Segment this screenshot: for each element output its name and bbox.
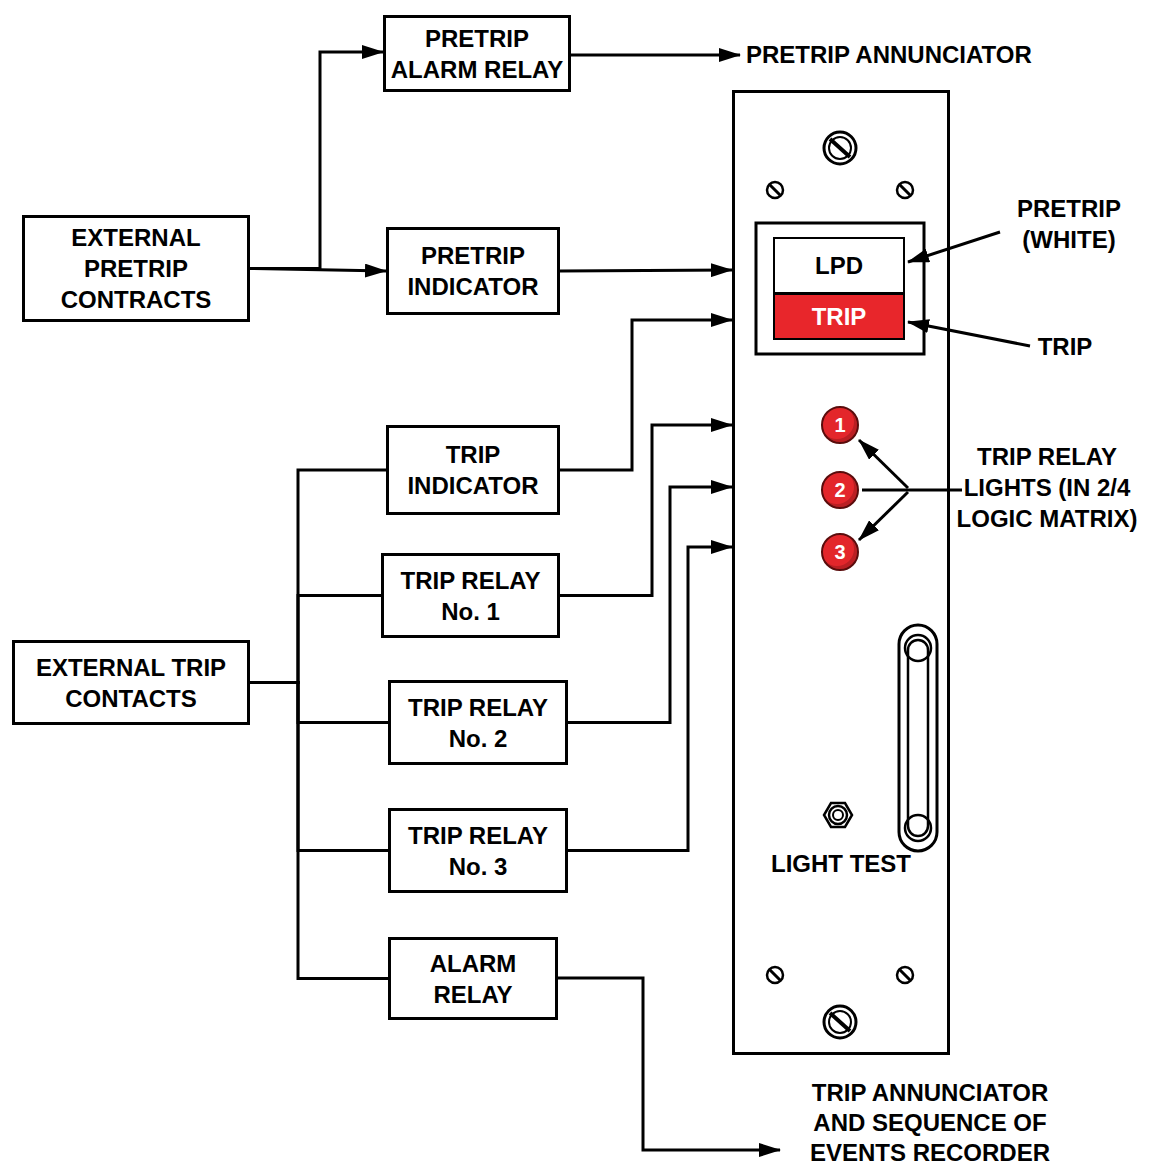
signal-connector bbox=[250, 52, 383, 269]
signal-connector bbox=[568, 547, 732, 851]
box-label: PRETRIP ALARM RELAY bbox=[390, 23, 564, 85]
leader-line bbox=[862, 489, 962, 492]
panel-face bbox=[734, 92, 949, 1054]
screw bbox=[767, 182, 783, 198]
process-box: TRIP RELAY No. 3 bbox=[388, 808, 568, 893]
box-label: TRIP RELAY No. 2 bbox=[395, 692, 561, 754]
signal-connector bbox=[560, 270, 732, 271]
box-label: TRIP INDICATOR bbox=[393, 439, 553, 501]
leader-arrow bbox=[859, 492, 908, 540]
box-label: TRIP RELAY No. 3 bbox=[395, 820, 561, 882]
screw bbox=[824, 132, 856, 164]
process-box: ALARM RELAY bbox=[388, 937, 558, 1020]
callout-label: PRETRIP (WHITE) bbox=[995, 193, 1143, 255]
process-box: PRETRIP INDICATOR bbox=[386, 227, 560, 315]
callout-number: 3 bbox=[834, 541, 845, 563]
signal-connector bbox=[250, 683, 388, 723]
trip-relay-light: 1 bbox=[821, 406, 859, 444]
handle-slot bbox=[899, 625, 937, 851]
process-box: TRIP RELAY No. 2 bbox=[388, 680, 568, 765]
window-frame bbox=[756, 223, 924, 354]
instrument-panel: LIGHT TEST LPD TRIP 1 2 3 bbox=[732, 90, 950, 1055]
process-box: EXTERNAL PRETRIP CONTRACTS bbox=[22, 215, 250, 322]
leader-arrow bbox=[908, 232, 1000, 262]
box-label: TRIP bbox=[812, 301, 867, 332]
signal-connector bbox=[250, 596, 381, 683]
trip-relay-light: 2 bbox=[821, 471, 859, 509]
output-arrow bbox=[571, 54, 740, 57]
process-box: PRETRIP ALARM RELAY bbox=[383, 15, 571, 92]
box-label: PRETRIP INDICATOR bbox=[393, 240, 553, 302]
light-test-button bbox=[824, 803, 852, 827]
pretrip-window: LPD bbox=[773, 237, 905, 294]
output-label: PRETRIP ANNUNCIATOR bbox=[746, 39, 1126, 70]
callout-label: TRIP bbox=[1030, 331, 1100, 362]
output-arrow bbox=[558, 978, 780, 1150]
box-label: TRIP RELAY No. 1 bbox=[388, 565, 553, 627]
screw bbox=[897, 182, 913, 198]
signal-connector bbox=[560, 425, 732, 596]
signal-connector bbox=[250, 683, 388, 851]
signal-connector bbox=[250, 269, 386, 272]
signal-connector bbox=[250, 470, 386, 683]
output-label: TRIP ANNUNCIATOR AND SEQUENCE OF EVENTS … bbox=[795, 1078, 1065, 1168]
signal-connector bbox=[568, 487, 732, 723]
leader-arrow bbox=[859, 440, 908, 488]
screw bbox=[897, 967, 913, 983]
callout-number: 1 bbox=[834, 414, 845, 436]
process-box: TRIP RELAY No. 1 bbox=[381, 553, 560, 638]
signal-connector bbox=[560, 320, 732, 470]
trip-relay-light: 3 bbox=[821, 533, 859, 571]
signal-connector bbox=[250, 683, 388, 979]
screw bbox=[767, 967, 783, 983]
box-label: LPD bbox=[815, 250, 863, 281]
process-box: TRIP INDICATOR bbox=[386, 425, 560, 515]
callout-label: TRIP RELAY LIGHTS (IN 2/4 LOGIC MATRIX) bbox=[950, 441, 1144, 534]
panel-label: LIGHT TEST bbox=[732, 848, 950, 879]
box-label: EXTERNAL PRETRIP CONTRACTS bbox=[29, 222, 243, 315]
box-label: EXTERNAL TRIP CONTACTS bbox=[19, 652, 243, 714]
screw bbox=[824, 1006, 856, 1038]
callout-number: 2 bbox=[834, 479, 845, 501]
leader-arrow bbox=[908, 322, 1030, 346]
trip-window: TRIP bbox=[773, 293, 905, 340]
box-label: ALARM RELAY bbox=[395, 948, 551, 1010]
process-box: EXTERNAL TRIP CONTACTS bbox=[12, 640, 250, 725]
